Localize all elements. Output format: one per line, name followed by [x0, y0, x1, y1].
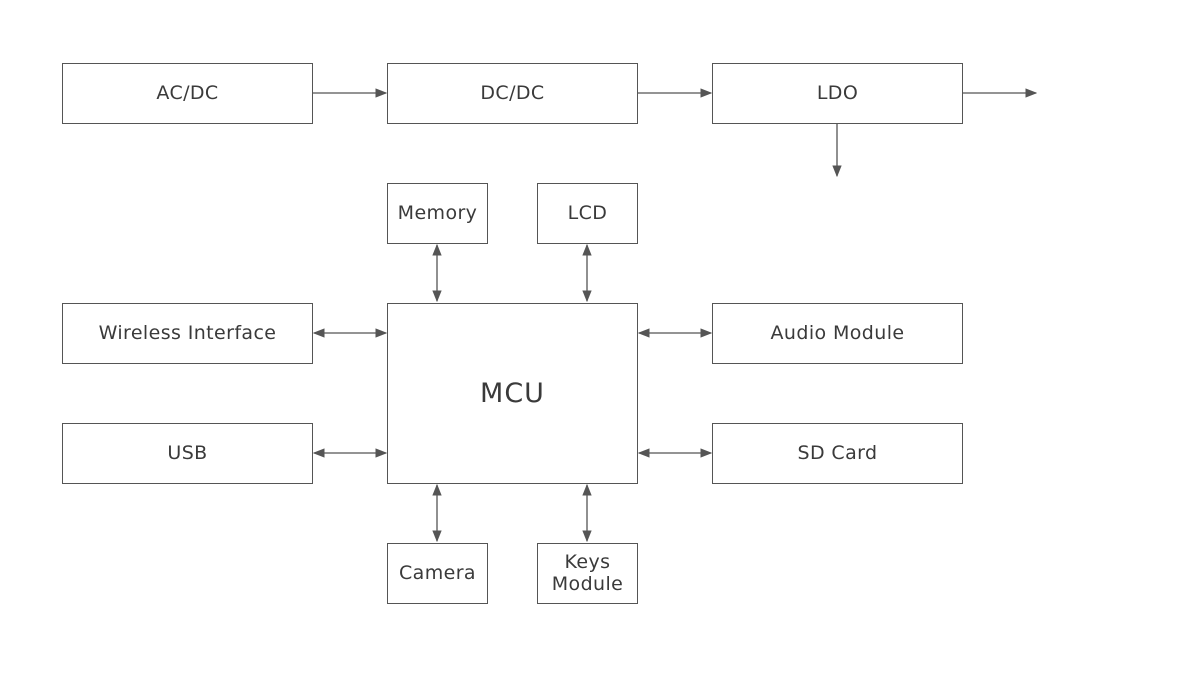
mcu-block: MCU	[387, 303, 638, 484]
lcd-block: LCD	[537, 183, 638, 244]
usb-label: USB	[167, 441, 208, 464]
acdc-block: AC/DC	[62, 63, 313, 124]
audio-module-label: Audio Module	[770, 321, 905, 344]
camera-label: Camera	[399, 561, 476, 584]
keys-module-block: Keys Module	[537, 543, 638, 604]
wireless-interface-label: Wireless Interface	[98, 321, 277, 344]
usb-block: USB	[62, 423, 313, 484]
memory-label: Memory	[397, 201, 478, 224]
sd-card-label: SD Card	[797, 441, 878, 464]
dcdc-block: DC/DC	[387, 63, 638, 124]
wireless-interface-block: Wireless Interface	[62, 303, 313, 364]
lcd-label: LCD	[567, 201, 608, 224]
audio-module-block: Audio Module	[712, 303, 963, 364]
keys-module-label-line2: Module	[551, 572, 624, 595]
acdc-label: AC/DC	[156, 81, 219, 104]
sd-card-block: SD Card	[712, 423, 963, 484]
memory-block: Memory	[387, 183, 488, 244]
dcdc-label: DC/DC	[480, 81, 545, 104]
keys-module-label-line1: Keys	[564, 550, 611, 573]
ldo-label: LDO	[816, 81, 859, 104]
camera-block: Camera	[387, 543, 488, 604]
mcu-label: MCU	[480, 377, 545, 409]
ldo-block: LDO	[712, 63, 963, 124]
